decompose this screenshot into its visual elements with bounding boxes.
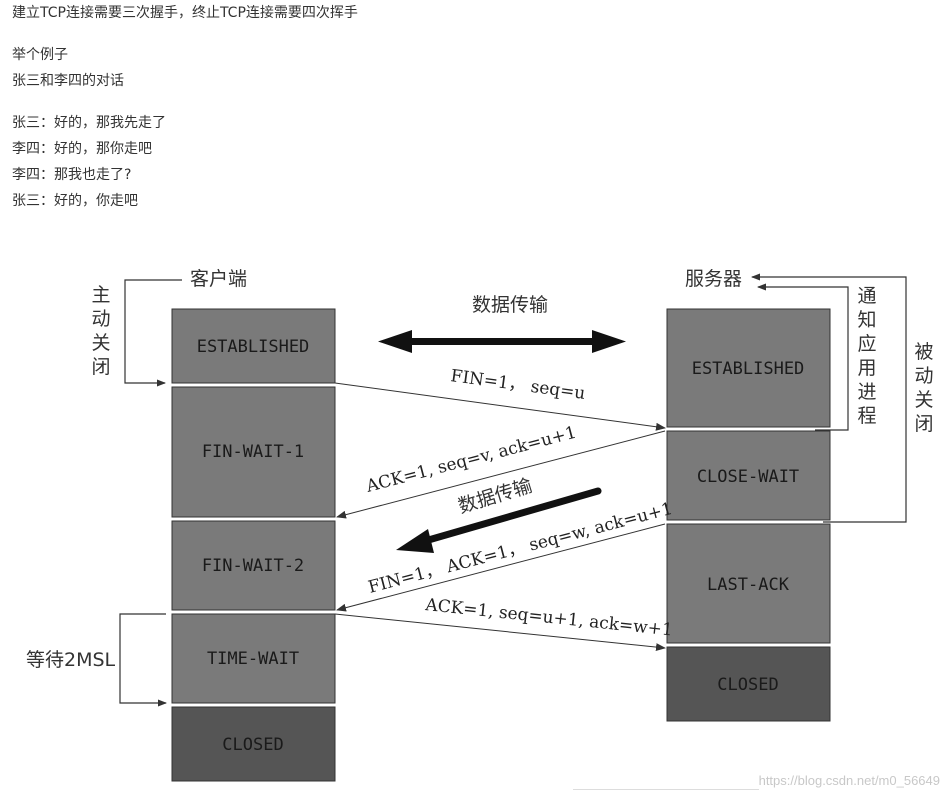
dialog-line: 张三：好的，你走吧 <box>12 193 138 209</box>
client-state-box <box>171 308 336 384</box>
message-label: ACK=1, seq=u+1, ack=w+1 <box>423 595 673 641</box>
notify-app-bracket <box>757 283 849 431</box>
example-heading: 举个例子 <box>12 47 68 63</box>
dialog-line: 张三：好的，那我先走了 <box>12 115 166 131</box>
svg-text:知: 知 <box>857 309 876 331</box>
client-state-label: TIME-WAIT <box>207 649 299 669</box>
svg-text:关: 关 <box>91 332 110 354</box>
dialog-line: 李四：那我也走了? <box>12 167 132 183</box>
server-state-label: LAST-ACK <box>707 575 790 595</box>
data-transfer-thick-arrow <box>396 487 602 553</box>
message-arrow-fin-ack <box>336 523 666 612</box>
dialog-block: 张三：好的，那我先走了 李四：好的，那你走吧 李四：那我也走了? 张三：好的，你… <box>12 110 166 214</box>
watermark: https://blog.csdn.net/m0_56649 <box>759 773 940 788</box>
svg-text:应: 应 <box>857 333 876 355</box>
client-state-label: CLOSED <box>222 735 283 755</box>
title-text: 建立TCP连接需要三次握手，终止TCP连接需要四次挥手 <box>12 5 358 21</box>
server-state-box <box>666 308 831 428</box>
svg-text:程: 程 <box>857 405 876 427</box>
message-arrow-final-ack <box>334 613 666 652</box>
dialog-line: 李四：好的，那你走吧 <box>12 141 152 157</box>
tcp-four-way-handshake-diagram: ESTABLISHED FIN-WAIT-1 FIN-WAIT-2 TIME-W… <box>26 268 940 788</box>
svg-text:动: 动 <box>914 365 933 387</box>
message-arrow-ack <box>336 430 666 519</box>
client-state-label: FIN-WAIT-2 <box>202 556 304 576</box>
message-label: FIN=1， seq=u <box>449 366 586 404</box>
server-state-label: ESTABLISHED <box>692 359 805 379</box>
message-arrow-fin <box>334 382 666 431</box>
wait-2msl-bracket <box>119 613 167 707</box>
server-state-column: ESTABLISHED CLOSE-WAIT LAST-ACK CLOSED <box>666 308 831 722</box>
client-state-box <box>171 613 336 704</box>
server-state-box-closed <box>666 646 831 722</box>
data-transfer-top-label: 数据传输 <box>472 294 548 316</box>
client-state-box <box>171 520 336 611</box>
intro-title: 建立TCP连接需要三次握手，终止TCP连接需要四次挥手 <box>12 0 358 26</box>
example-subheading: 张三和李四的对话 <box>12 73 124 89</box>
client-state-label: ESTABLISHED <box>197 337 310 357</box>
server-state-box <box>666 523 831 644</box>
server-state-label: CLOSED <box>717 675 778 695</box>
server-label: 服务器 <box>685 268 742 290</box>
bottom-cutoff-strip <box>573 789 759 800</box>
svg-text:关: 关 <box>914 389 933 411</box>
example-intro: 举个例子 张三和李四的对话 <box>12 42 124 94</box>
server-state-box <box>666 430 831 521</box>
client-state-label: FIN-WAIT-1 <box>202 442 304 462</box>
wait-2msl-label: 等待2MSL <box>26 649 116 671</box>
notify-app-label: 通 知 应 用 进 程 <box>857 285 876 427</box>
active-close-label: 主 动 关 闭 <box>91 284 110 378</box>
svg-text:闭: 闭 <box>914 413 933 435</box>
client-state-column: ESTABLISHED FIN-WAIT-1 FIN-WAIT-2 TIME-W… <box>171 308 336 782</box>
svg-text:动: 动 <box>91 308 110 330</box>
passive-close-label: 被 动 关 闭 <box>914 341 933 435</box>
active-close-bracket <box>124 279 182 387</box>
client-state-box-closed <box>171 706 336 782</box>
svg-text:用: 用 <box>857 357 876 379</box>
svg-text:进: 进 <box>857 381 876 403</box>
passive-close-bracket <box>751 273 907 523</box>
client-state-box <box>171 386 336 518</box>
message-label: ACK=1, seq=v, ack=u+1 <box>363 423 578 498</box>
svg-text:通: 通 <box>857 285 876 307</box>
client-label: 客户端 <box>190 268 247 290</box>
data-transfer-double-arrow <box>378 330 626 353</box>
svg-text:主: 主 <box>91 284 110 306</box>
server-state-label: CLOSE-WAIT <box>697 467 799 487</box>
svg-text:被: 被 <box>914 341 933 363</box>
svg-text:闭: 闭 <box>91 356 110 378</box>
